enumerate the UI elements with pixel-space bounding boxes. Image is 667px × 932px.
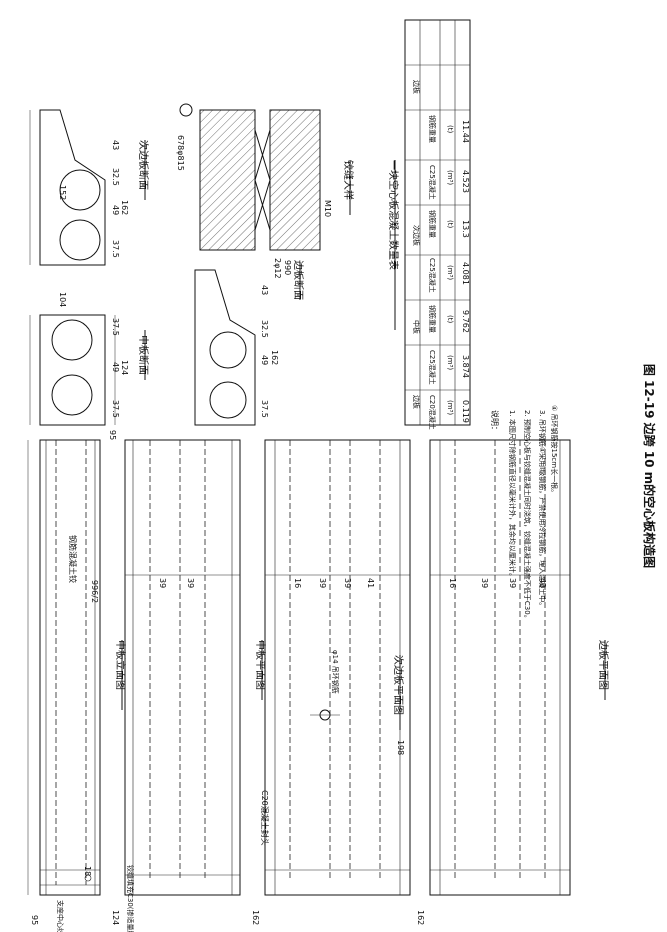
dim-104: 104 [58,292,67,307]
table-col1-label: C20混凝土 [428,395,437,430]
table-col3-label: 钢筋重量 [428,305,437,333]
label-width-95: 95 [30,915,39,925]
title-secondary-edge-plan: 次边板平面图 [392,655,405,715]
dim-39c: 39 [318,578,327,588]
dim-325b: 32.5 [260,320,269,338]
table-col4-label: C25混凝土 [428,258,437,293]
table-head-secondary: 次边板 [412,225,421,246]
title-secondary-section: 次边板断面 [137,140,150,190]
dim-39f: 39 [508,578,517,588]
table-title: 一块空心板混凝土数量表 [387,160,400,270]
dim-16: 16 [293,578,302,588]
table-value-6: 4.523 [461,170,470,193]
table-head-middle: 中板 [412,320,421,334]
plan-middle-slab-top [124,439,241,896]
dim-41: 41 [366,578,375,588]
table-value-1: 0.119 [461,400,470,423]
table-value-3: 9.762 [461,310,470,333]
notes-heading: 说明： [490,410,500,434]
dim-43b: 43 [260,285,269,295]
dim-16b: 16 [448,578,457,588]
dim-162a: 162 [120,200,129,215]
table-head-edge-slab: 边板 [412,80,421,94]
table-value-7: 11.44 [461,120,470,143]
label-width-124: 124 [111,910,120,925]
label-dim-18: 18 [83,866,92,876]
table-col2-label: C25混凝土 [428,350,437,385]
dim-43: 43 [538,578,547,588]
table-unit3: (t) [446,315,454,323]
dim-198: 198 [396,740,405,755]
dim-95a: 95 [108,430,117,440]
label-length-half: 996/2 [90,580,99,603]
dim-375a: 37.5 [111,318,120,336]
table-unit5: (t) [446,220,454,228]
table-value-4: 4.081 [461,262,470,285]
dim-325a: 32.5 [111,168,120,186]
dim-162b: 162 [270,350,279,365]
label-lifting-hook: φ14 吊环钢筋 [331,650,340,694]
label-rebar-678: 678φ815 [176,135,185,171]
table-unit6: (m³) [446,170,454,185]
table-value-2: 3.874 [461,355,470,378]
table-col7-label: 钢筋重量 [428,115,437,143]
table-unit4: (m³) [446,265,454,280]
dim-375b: 37.5 [111,400,120,418]
title-middle-slab-plan: 中板立面图 [114,640,127,690]
dim-152: 152 [58,185,67,200]
title-edge-section: 边板断面 [292,260,305,300]
label-width-162a: 162 [251,910,260,925]
section-edge [194,269,256,426]
dim-39d: 39 [343,578,352,588]
label-dowel-rebar: 钢筋混凝土铰 [68,535,78,583]
table-head-edge: 边板 [412,395,421,409]
label-2phi12: 2φ12 [273,258,282,279]
label-anchor-hole: 支座中心线 [56,900,65,932]
table-col6-label: C25混凝土 [428,165,437,200]
section-middle-slab [29,314,116,426]
dim-124a: 124 [120,360,129,375]
dim-39a: 39 [158,578,167,588]
table-unit7: (t) [446,125,454,133]
label-m10: M10 [323,200,332,217]
plan-middle-slab-elevation [27,439,101,896]
label-c20-concrete: C20混凝土封头 [260,790,270,846]
plan-edge-slab [429,439,571,896]
note-2: 2. 预制空心板与铰缝混凝土同时浇筑，铰缝混凝土强度不低于C30。 [523,410,532,622]
dim-49a: 49 [111,362,120,372]
figure-caption: 图 12-19 边跨 10 m的空心板构造图 [642,364,657,568]
table-unit1: (m³) [446,400,454,415]
section-secondary-edge [29,109,106,266]
dim-43a: 43 [111,140,120,150]
dim-39e: 39 [480,578,489,588]
note-3a: 3. 吊环钢筋④采用I级钢筋，严禁使用冷拉钢筋，埋入混凝土中。 [538,410,547,609]
title-hinge-detail: 铰缝大样 [342,160,355,200]
title-middle-section: 中板断面 [137,335,150,375]
table-col5-label: 钢筋重量 [428,210,437,238]
table-value-5: 13.3 [461,220,470,238]
label-990: 990 [283,260,292,275]
dim-49b: 49 [111,205,120,215]
title-edge-slab-plan: 边板平面图 [597,640,610,690]
dim-375d: 37.5 [260,400,269,418]
dim-375c: 37.5 [111,240,120,258]
dim-39b: 39 [186,578,195,588]
title-middle-slab-section-plan: 中板平面图 [254,640,267,690]
label-hinge-joint: 铰缝填充C30(掺适量膨胀剂) [126,865,135,932]
label-width-162b: 162 [416,910,425,925]
dim-49c: 49 [260,355,269,365]
quantity-table [404,19,471,426]
note-3b: ④ 吊环钢筋按15cm长一根。 [550,405,559,496]
table-unit2: (m³) [446,355,454,370]
note-1: 1. 本图尺寸除钢筋直径以毫米计外，其余均以厘米计。 [508,410,517,580]
detail-hinge-joint [179,103,321,251]
